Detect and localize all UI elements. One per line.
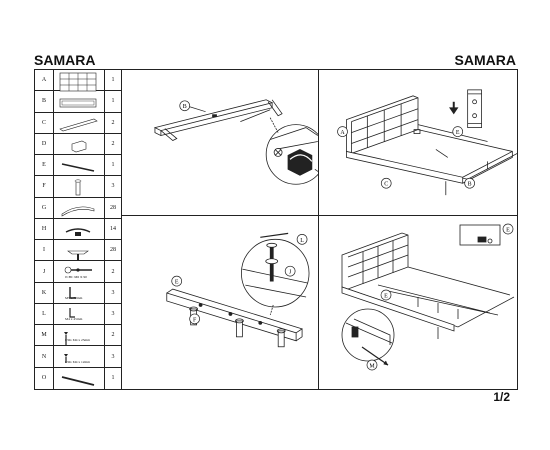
step-4-panel: E E M xyxy=(318,215,517,389)
part-letter: E xyxy=(35,155,54,176)
step-4-label-e: E xyxy=(384,294,388,300)
long-beam-icon xyxy=(59,118,98,131)
part-size-note: M4 x 45mm xyxy=(65,317,83,322)
part-quantity: 3 xyxy=(104,303,121,325)
part-letter: D xyxy=(35,133,54,155)
part-letter: K xyxy=(35,282,54,303)
step-2-label-a: A xyxy=(340,130,345,136)
part-letter: H xyxy=(35,218,54,240)
part-quantity: 1 xyxy=(104,70,121,91)
step-3-label-f: F xyxy=(193,317,197,323)
part-quantity: 2 xyxy=(104,133,121,155)
part-letter: G xyxy=(35,197,54,218)
part-quantity: 2 xyxy=(104,112,121,133)
step-4-illustration: E E M xyxy=(341,223,515,371)
clip-icon xyxy=(67,250,89,261)
allen-key-icon xyxy=(69,286,76,299)
parts-row: I 28 xyxy=(35,240,121,262)
part-letter: J xyxy=(35,261,54,282)
slat-holder-icon xyxy=(65,228,91,236)
small-key-icon xyxy=(69,307,75,318)
part-letter: I xyxy=(35,240,54,261)
bolt-icon xyxy=(64,267,92,274)
step-4-label-e-inset: E xyxy=(506,228,510,234)
headboard-icon xyxy=(59,72,97,92)
step-3-illustration: L J E F xyxy=(166,232,310,348)
part-quantity: 3 xyxy=(104,346,121,367)
step-1-label-b: B xyxy=(183,104,187,110)
step-1-illustration: B D xyxy=(153,99,318,185)
step-3-panel: L J E F xyxy=(121,215,319,389)
block-icon xyxy=(71,140,87,153)
step-3-label-l: L xyxy=(300,238,304,244)
slat-icon xyxy=(61,206,95,217)
part-quantity: 28 xyxy=(104,197,121,218)
parts-row: H 14 xyxy=(35,218,121,241)
parts-row: L M4 x 45mm 3 xyxy=(35,303,121,326)
part-letter: N xyxy=(35,346,54,367)
part-quantity: 28 xyxy=(104,240,121,261)
part-letter: B xyxy=(35,91,54,112)
step-3-label-j: J xyxy=(289,270,292,276)
step-2-label-e: E xyxy=(456,130,460,136)
rod-icon xyxy=(61,163,95,172)
part-letter: C xyxy=(35,112,54,133)
part-quantity: 1 xyxy=(104,91,121,112)
part-size-note: M5 x 70mm xyxy=(65,295,83,300)
parts-row: G 28 xyxy=(35,197,121,219)
part-quantity: 1 xyxy=(104,367,121,389)
screw-icon xyxy=(64,332,68,347)
step-2-illustration: A C B E xyxy=(337,89,517,196)
side-rail-icon xyxy=(59,98,97,108)
parts-row: N CSK M4 x 12mm 3 xyxy=(35,346,121,368)
part-quantity: 2 xyxy=(104,325,121,346)
part-letter: A xyxy=(35,70,54,91)
part-letter: O xyxy=(35,367,54,389)
step-2-panel: A C B E xyxy=(318,70,517,216)
part-quantity: 3 xyxy=(104,282,121,303)
page-title-left: SAMARA xyxy=(34,52,96,68)
part-letter: L xyxy=(35,303,54,325)
foot-icon xyxy=(74,179,82,196)
part-quantity: 14 xyxy=(104,218,121,240)
parts-row: J JCBC M6 X 90 2 xyxy=(35,261,121,283)
step-1-panel: B D xyxy=(121,70,319,216)
part-quantity: 1 xyxy=(104,155,121,176)
parts-row: M CSK M4 x 25mm 2 xyxy=(35,325,121,347)
parts-row: K M5 x 70mm 3 xyxy=(35,282,121,304)
step-2-label-b: B xyxy=(468,182,472,188)
part-letter: F xyxy=(35,176,54,197)
part-quantity: 3 xyxy=(104,176,121,197)
step-4-label-m: M xyxy=(369,364,375,370)
part-quantity: 2 xyxy=(104,261,121,282)
bar-icon xyxy=(61,375,95,386)
part-letter: M xyxy=(35,325,54,346)
page-number: 1/2 xyxy=(493,390,510,404)
part-size-note: CSK M4 x 25mm xyxy=(65,338,90,343)
part-size-note: CSK M4 x 12mm xyxy=(65,359,90,364)
part-size-note: JCBC M6 X 90 xyxy=(65,274,87,279)
short-screw-icon xyxy=(64,354,68,364)
step-3-label-e: E xyxy=(175,280,179,286)
page-title-right: SAMARA xyxy=(454,52,516,68)
step-2-label-c: C xyxy=(384,182,388,188)
